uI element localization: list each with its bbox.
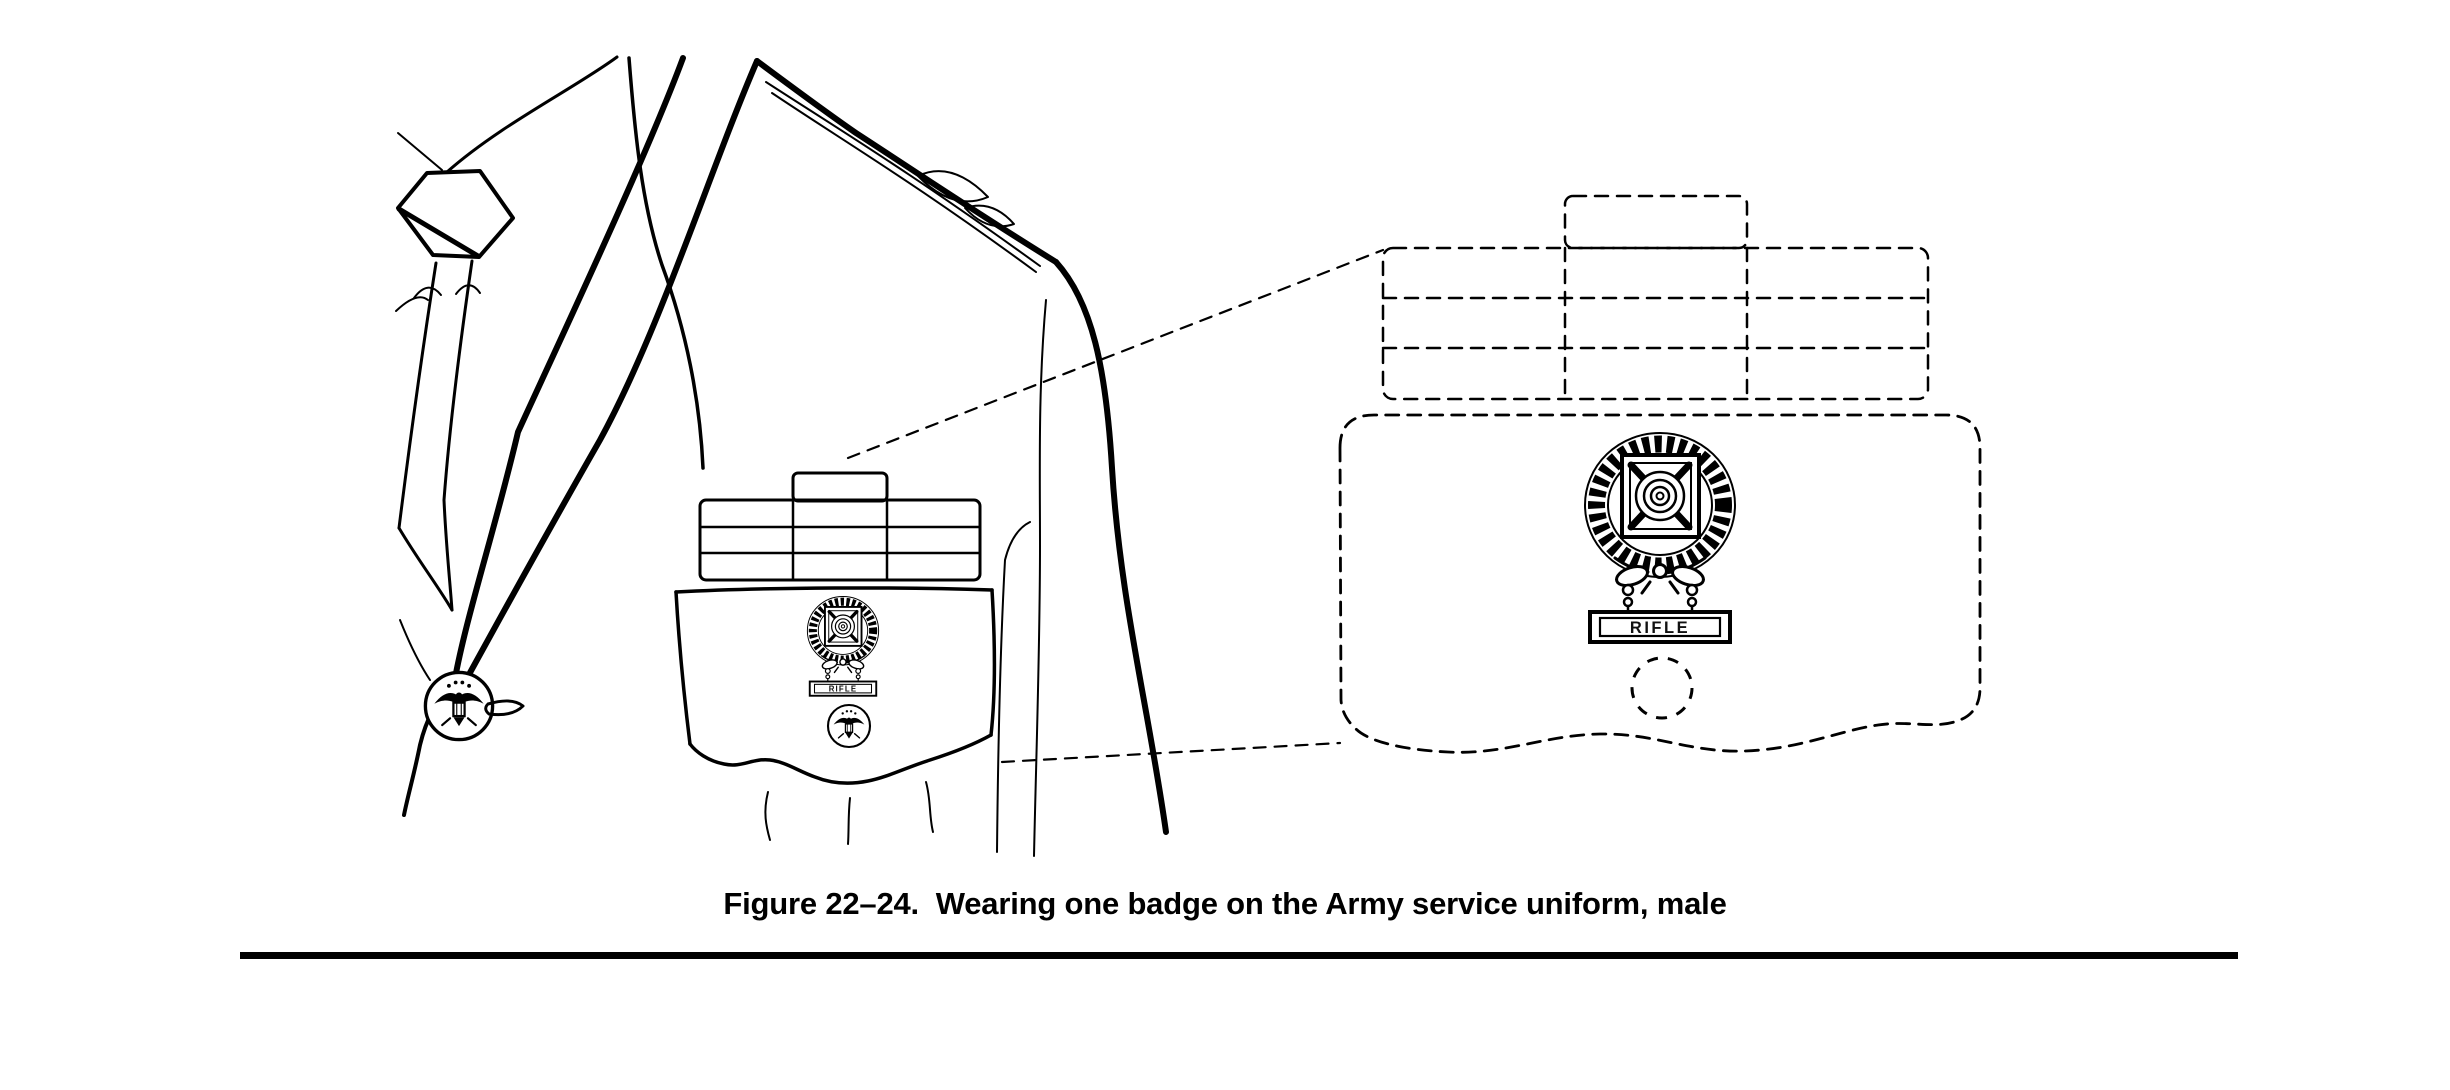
detail-marksmanship-badge <box>1585 433 1735 642</box>
detail-pocket-outline <box>1338 413 1982 754</box>
detail-ribbon-rack <box>1381 194 1930 401</box>
left-lapel-inner-edge <box>463 58 760 683</box>
detail-button-placeholder-circle <box>1630 656 1694 720</box>
left-lapel-outer-edge <box>451 55 686 687</box>
tie-tail <box>397 261 438 530</box>
pocket-detail-view <box>1338 194 1982 754</box>
leader-lines <box>846 248 1385 764</box>
ribbon-rack <box>698 471 982 582</box>
buttonhole-loop <box>484 699 525 717</box>
left-uniform-figure <box>395 55 1169 857</box>
sleeve-inner-seam <box>1033 299 1047 857</box>
figure-caption: Figure 22–24. Wearing one badge on the A… <box>723 886 1727 921</box>
right-lapel-edge <box>627 56 705 470</box>
breast-pocket <box>674 586 997 785</box>
tie <box>395 169 515 681</box>
shoulder-seam <box>754 58 1059 265</box>
collar-line <box>397 132 443 171</box>
side-seam <box>996 521 1031 853</box>
pocket-marksmanship-badge <box>807 596 878 695</box>
collar-notch <box>917 170 989 203</box>
sleeve-outer-seam <box>1053 259 1169 835</box>
bottom-rule <box>240 952 2238 959</box>
pocket-eagle-button <box>826 703 872 749</box>
shirt-collar-edge <box>445 55 619 174</box>
front-eagle-button <box>423 670 495 742</box>
